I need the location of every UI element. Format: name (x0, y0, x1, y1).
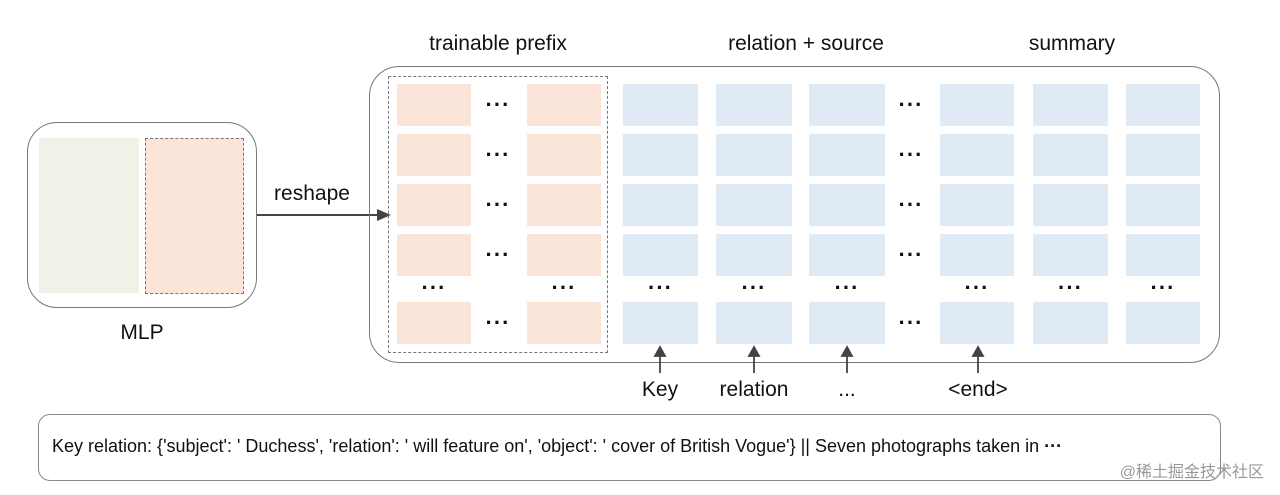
sequence-token-cell (716, 184, 792, 226)
token-label-ellipsis: ... (838, 378, 856, 401)
sequence-token-cell (1126, 302, 1200, 344)
sequence-token-cell (716, 84, 792, 126)
reshape-arrow (257, 209, 391, 221)
column-ellipsis: ··· (485, 92, 511, 117)
token-arrows (653, 345, 985, 373)
sequence-token-cell (1033, 302, 1108, 344)
sequence-token-cell (940, 184, 1014, 226)
sequence-token-cell (1126, 184, 1200, 226)
column-ellipsis: ··· (485, 142, 511, 167)
sequence-token-cell (623, 84, 698, 126)
column-ellipsis: ··· (898, 310, 924, 335)
row-ellipsis: ··· (834, 275, 860, 300)
sequence-token-cell (1126, 134, 1200, 176)
sequence-token-cell (623, 184, 698, 226)
prefix-token-cell (527, 234, 601, 276)
sequence-token-cell (1033, 234, 1108, 276)
sequence-token-cell (809, 84, 885, 126)
mlp-label: MLP (120, 321, 164, 344)
watermark: @稀土掘金技术社区 (1119, 464, 1264, 481)
token-label-key: Key (641, 378, 679, 401)
sequence-token-cell (716, 302, 792, 344)
sequence-token-cell (940, 84, 1014, 126)
token-label-relation: relation (719, 378, 789, 401)
reshape-label: reshape (274, 182, 350, 205)
prefix-token-cell (397, 302, 471, 344)
example-trailing-ellipsis: ··· (1044, 436, 1063, 456)
header-trainable-prefix: trainable prefix (429, 32, 567, 55)
prefix-token-cell (527, 302, 601, 344)
prefix-token-cell (397, 134, 471, 176)
prefix-token-cell (527, 184, 601, 226)
row-ellipsis: ··· (551, 275, 577, 300)
sequence-token-cell (716, 234, 792, 276)
example-text-line: Key relation: {'subject': ' Duchess', 'r… (52, 436, 1062, 458)
mlp-weights-block (39, 138, 139, 293)
row-ellipsis: ··· (421, 275, 447, 300)
sequence-token-cell (809, 302, 885, 344)
row-ellipsis: ··· (648, 275, 673, 300)
token-label-end: <end> (948, 378, 1008, 401)
row-ellipsis: ··· (741, 275, 767, 300)
row-ellipsis: ··· (1150, 275, 1176, 300)
column-ellipsis: ··· (485, 310, 511, 335)
sequence-token-cell (716, 134, 792, 176)
column-ellipsis: ··· (485, 192, 511, 217)
column-ellipsis: ··· (485, 242, 511, 267)
sequence-token-cell (1033, 134, 1108, 176)
column-ellipsis: ··· (898, 92, 924, 117)
sequence-token-cell (940, 234, 1014, 276)
sequence-token-cell (1033, 184, 1108, 226)
header-summary: summary (1028, 32, 1116, 55)
sequence-token-cell (1126, 84, 1200, 126)
prefix-region (388, 76, 608, 353)
prefix-token-cell (527, 134, 601, 176)
row-ellipsis: ··· (964, 275, 990, 300)
sequence-token-cell (1033, 84, 1108, 126)
row-ellipsis: ··· (1058, 275, 1083, 300)
header-relation-source: relation + source (728, 32, 884, 55)
sequence-box (369, 66, 1220, 363)
sequence-token-cell (809, 134, 885, 176)
mlp-prefix-block (145, 138, 244, 294)
sequence-token-cell (623, 234, 698, 276)
mlp-box (27, 122, 257, 308)
sequence-token-cell (623, 302, 698, 344)
example-text: Key relation: {'subject': ' Duchess', 'r… (52, 436, 1040, 456)
prefix-token-cell (527, 84, 601, 126)
column-ellipsis: ··· (898, 242, 924, 267)
prefix-token-cell (397, 184, 471, 226)
sequence-token-cell (809, 184, 885, 226)
sequence-token-cell (809, 234, 885, 276)
sequence-token-cell (940, 134, 1014, 176)
prefix-token-cell (397, 234, 471, 276)
sequence-token-cell (940, 302, 1014, 344)
prefix-token-cell (397, 84, 471, 126)
sequence-token-cell (623, 134, 698, 176)
column-ellipsis: ··· (898, 192, 924, 217)
example-text-box (38, 414, 1221, 481)
sequence-token-cell (1126, 234, 1200, 276)
column-ellipsis: ··· (898, 142, 924, 167)
